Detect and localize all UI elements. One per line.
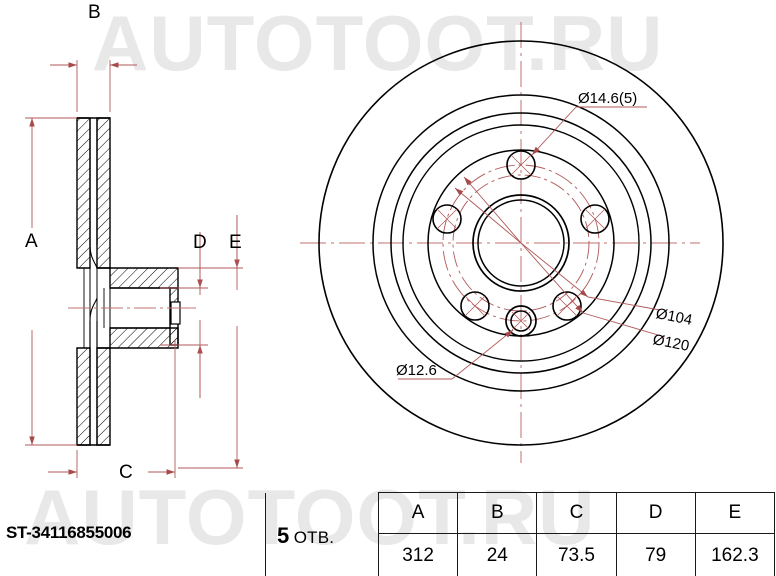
- section-upper-right-plate: [96, 117, 111, 269]
- bolt-hole-lower-left: [460, 291, 490, 321]
- bolt-pitch-circle-104: [452, 174, 590, 312]
- center-bore-outer-circle: [472, 194, 570, 292]
- dimension-label-E: E: [229, 232, 242, 253]
- section-lower-right-plate: [96, 347, 111, 446]
- table-value-d: 79: [615, 533, 696, 576]
- disc-outer-circle: [318, 40, 724, 446]
- table-row-headers: A B C D E: [265, 492, 776, 576]
- table-value-e: 162.3: [694, 533, 776, 576]
- table-row-values: 312 24 73.5 79 162.3: [266, 533, 776, 576]
- bolt-hole-upper-left: [432, 204, 462, 234]
- table-header-d: D: [615, 492, 696, 534]
- table-header-e: E: [694, 492, 776, 534]
- dimension-label-A: A: [25, 231, 38, 252]
- friction-band-inner-circle: [390, 112, 652, 374]
- dimension-D: [160, 232, 208, 398]
- dimension-A: [25, 117, 77, 446]
- pin-hole-inner: [510, 310, 532, 332]
- table-header-b: B: [457, 492, 538, 534]
- friction-band-outer-circle: [372, 94, 670, 392]
- center-bore-inner-circle: [477, 199, 565, 287]
- leader-pin-hole: [398, 329, 514, 380]
- callout-pin-hole: Ø12.6: [396, 362, 437, 379]
- section-hub-top-web: [97, 267, 179, 289]
- leader-pcd-120: [463, 176, 666, 338]
- dimension-E: [178, 215, 243, 469]
- dimension-B: [50, 60, 137, 112]
- table-value-c: 73.5: [536, 533, 617, 576]
- dimension-label-D: D: [193, 232, 207, 253]
- table-value-a: 312: [377, 533, 459, 576]
- bolt-hole-group: [432, 150, 610, 321]
- pin-hole-group: [505, 305, 537, 337]
- hat-outer-circle: [402, 124, 640, 362]
- section-hub-register: [170, 301, 181, 325]
- dimension-label-C: C: [119, 462, 133, 483]
- table-header-c: C: [536, 492, 617, 534]
- section-upper-left-plate: [76, 117, 91, 269]
- callout-bolt-hole: Ø14.6(5): [578, 90, 638, 107]
- part-number: ST-34116855006: [6, 523, 132, 542]
- dimension-label-B: B: [88, 2, 101, 23]
- leader-bolt-hole: [531, 106, 647, 156]
- table-lead-cell: [265, 492, 379, 576]
- face-view: [300, 22, 724, 463]
- pin-hole-outer: [505, 305, 537, 337]
- table-value-b: 24: [457, 533, 538, 576]
- cross-section-view: [25, 60, 243, 478]
- table-header-a: A: [377, 492, 459, 534]
- bolt-hole-top: [506, 150, 536, 180]
- section-lower-left-plate: [76, 347, 91, 446]
- dimension-C: [48, 340, 176, 478]
- bolt-hole-upper-right: [580, 204, 610, 234]
- spec-table: A B C D E 312 24 73.5 79 162.3: [265, 492, 776, 576]
- leader-pcd-104: [454, 187, 661, 311]
